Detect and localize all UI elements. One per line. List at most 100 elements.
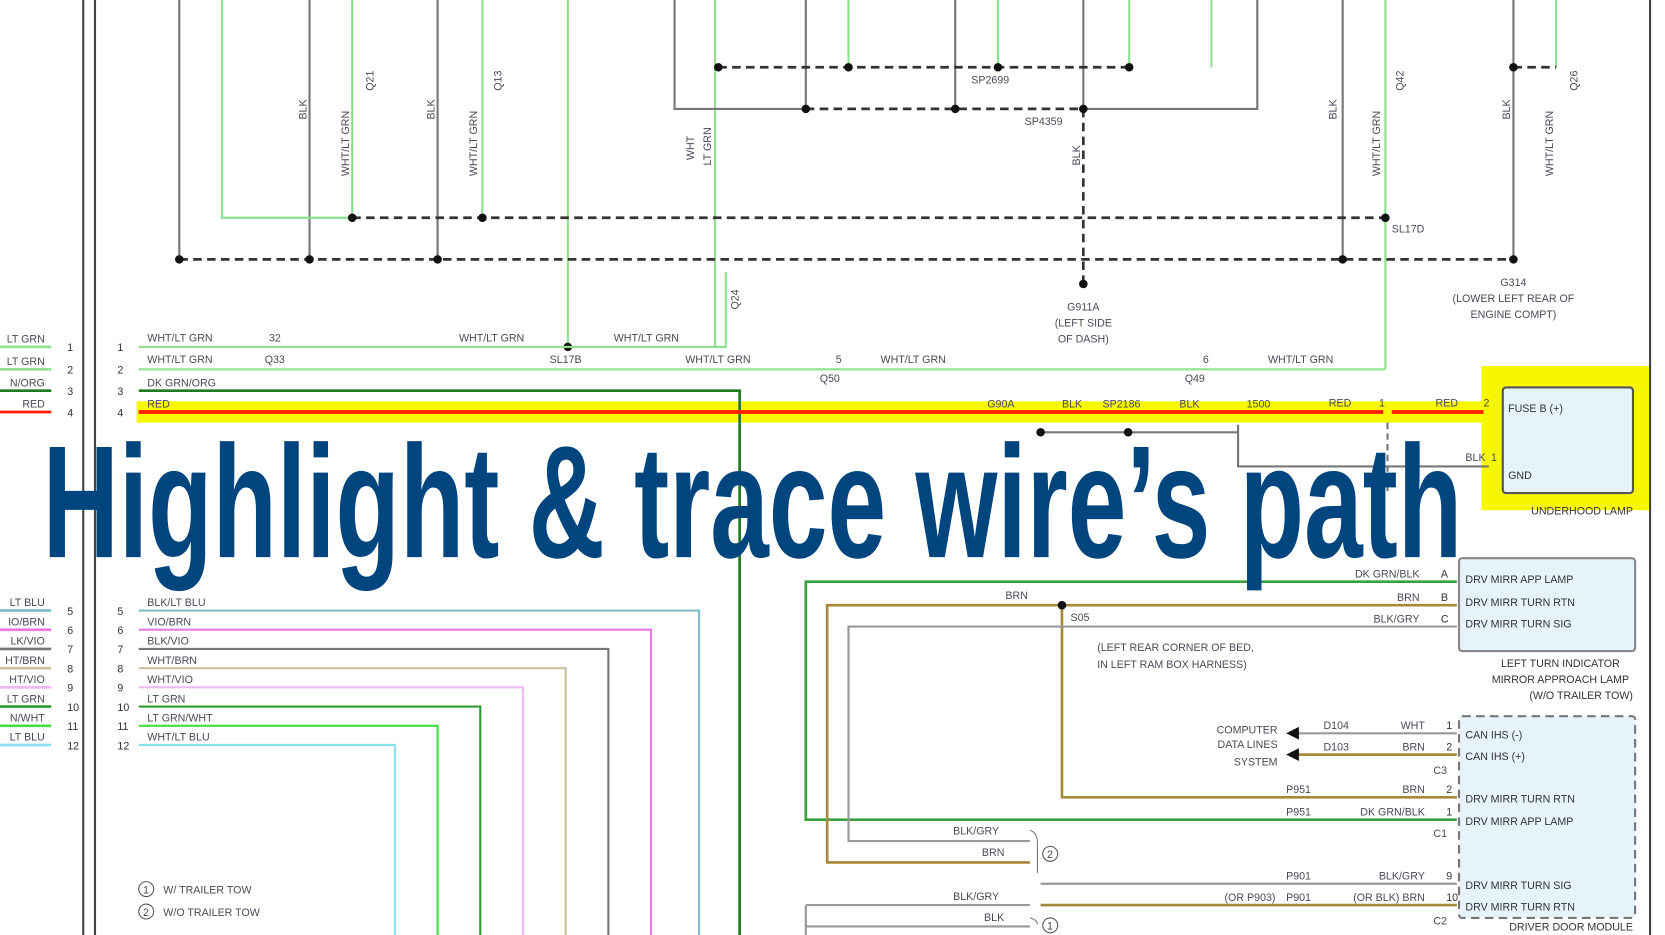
wire-label: WHT/LT GRN xyxy=(1544,111,1556,176)
pin-function: CAN IHS (-) xyxy=(1465,730,1522,742)
left-stub-label: IO/BRN xyxy=(8,616,45,628)
pin-label: 1 xyxy=(1491,452,1497,464)
wire-label: BLK xyxy=(984,912,1004,924)
legend-number: 2 xyxy=(143,907,149,919)
pin-number: A xyxy=(1441,568,1449,580)
wire-label: DK GRN/ORG xyxy=(147,377,216,389)
circuit-id: P901 xyxy=(1286,870,1311,882)
pin-function: DRV MIRR TURN SIG xyxy=(1465,619,1571,631)
component-name: (W/O TRAILER TOW) xyxy=(1529,690,1633,702)
wire-label: RED xyxy=(1436,398,1459,410)
wire-label: WHT xyxy=(1401,720,1426,732)
underhood-lamp[interactable]: FUSE B (+) GND UNDERHOOD LAMP xyxy=(1501,386,1635,517)
wire-label: (OR BLK) BRN xyxy=(1353,892,1425,904)
ground-location: OF DASH) xyxy=(1058,334,1109,346)
left-pin-number: 9 xyxy=(67,683,73,695)
wire-label: BLK xyxy=(1062,399,1082,411)
wire-label: WHT/LT GRN xyxy=(459,333,524,345)
legend-number: 1 xyxy=(143,884,149,896)
circuit-alt: (OR P903) xyxy=(1224,892,1275,904)
left-pin-number: 11 xyxy=(67,721,78,733)
connector-label: Q49 xyxy=(1185,373,1205,385)
left-stub-label: RED xyxy=(22,399,45,411)
wire-label: BRN xyxy=(1005,590,1027,602)
left-stub-label: LT BLU xyxy=(10,597,45,609)
wire-label: BLK xyxy=(1465,452,1485,464)
splice-label: SP4359 xyxy=(1025,116,1063,128)
pin-number: 9 xyxy=(1446,870,1452,882)
wire-label: DK GRN/BLK xyxy=(1360,806,1425,818)
pin-function: DRV MIRR APP LAMP xyxy=(1465,574,1573,586)
mirror-circuits: BRN S05 (LEFT REAR CORNER OF BED, IN LEF… xyxy=(804,557,1637,935)
wire-label: LT GRN/WHT xyxy=(147,713,213,725)
overlay-title: Highlight & trace wire’s path xyxy=(43,412,1463,591)
connector-label: C1 xyxy=(1433,828,1447,840)
right-pin-number: 2 xyxy=(117,365,123,377)
right-pin-number: 12 xyxy=(117,740,129,752)
left-pin-number: 3 xyxy=(67,386,73,398)
connector-label: Q33 xyxy=(265,354,285,366)
wire-label: WHT/LT GRN xyxy=(685,354,750,366)
left-pin-number: 6 xyxy=(67,625,73,637)
wire-label: DK GRN/BLK xyxy=(1355,568,1420,580)
splice-label: SL17D xyxy=(1392,224,1425,236)
splice-location: (LEFT REAR CORNER OF BED, xyxy=(1097,642,1254,654)
wire-label: WHT/LT GRN xyxy=(147,354,212,366)
splice-label: SL17B xyxy=(550,354,582,366)
legend-text: W/O TRAILER TOW xyxy=(163,907,260,919)
right-pin-number: 7 xyxy=(117,644,123,656)
wire-label: BLK xyxy=(1071,145,1083,165)
component-name: LEFT TURN INDICATOR xyxy=(1501,658,1620,670)
splice-location: IN LEFT RAM BOX HARNESS) xyxy=(1097,659,1247,671)
left-pin-number: 12 xyxy=(67,740,79,752)
wire-label: BLK/VIO xyxy=(147,636,188,648)
connector-label: C2 xyxy=(1433,915,1447,927)
pin-label: 32 xyxy=(269,333,281,345)
system-label: DATA LINES xyxy=(1218,739,1278,751)
legend-text: W/ TRAILER TOW xyxy=(163,884,252,896)
component-name: MIRROR APPROACH LAMP xyxy=(1492,674,1629,686)
right-pin-number: 11 xyxy=(117,721,128,733)
connector-label: C3 xyxy=(1433,765,1447,777)
pin-number: 2 xyxy=(1446,784,1452,796)
wire-label: WHT/VIO xyxy=(147,674,193,686)
wire-label: BLK/GRY xyxy=(1379,870,1425,882)
wire-label: BLK xyxy=(1179,399,1199,411)
splice-label: SP2186 xyxy=(1103,399,1141,411)
right-pin-number: 4 xyxy=(117,407,123,419)
connector-label: Q21 xyxy=(365,71,377,91)
left-pin-number: 5 xyxy=(67,606,73,618)
system-label: COMPUTER xyxy=(1217,724,1278,736)
pin-number: 1 xyxy=(1446,720,1452,732)
ground-label: G90A xyxy=(987,399,1015,411)
left-pin-number: 1 xyxy=(67,342,73,354)
wire-label: WHT/BRN xyxy=(147,655,197,667)
pin-gnd: GND xyxy=(1508,470,1532,482)
left-pin-number: 8 xyxy=(67,663,73,675)
pin-function: CAN IHS (+) xyxy=(1465,751,1525,763)
wire-label: WHT/LT GRN xyxy=(147,333,212,345)
wire-label: BRN xyxy=(1402,784,1424,796)
left-stub-label: N/ORG xyxy=(10,377,45,389)
system-label: SYSTEM xyxy=(1234,756,1278,768)
wire-label: BLK/LT BLU xyxy=(147,597,205,609)
left-stub-label: HT/BRN xyxy=(5,655,45,667)
wire-label: BLK/GRY xyxy=(953,826,999,838)
pin-label: 1 xyxy=(1379,398,1385,410)
pin-function: DRV MIRR TURN RTN xyxy=(1465,794,1575,806)
pin-label: 6 xyxy=(1203,354,1209,366)
pin-number: 10 xyxy=(1446,892,1458,904)
left-stub-label: LT GRN xyxy=(7,693,45,705)
wire-label: WHT/LT GRN xyxy=(468,111,480,176)
wire-label: LT GRN xyxy=(147,693,185,705)
left-pin-number: 10 xyxy=(67,702,79,714)
left-stub-label: LT BLU xyxy=(10,732,45,744)
connector-label: Q50 xyxy=(820,373,840,385)
wire-label: VIO/BRN xyxy=(147,616,191,628)
wire-label: WHT/LT GRN xyxy=(881,354,946,366)
left-pin-number: 7 xyxy=(67,644,73,656)
right-pin-number: 6 xyxy=(117,625,123,637)
